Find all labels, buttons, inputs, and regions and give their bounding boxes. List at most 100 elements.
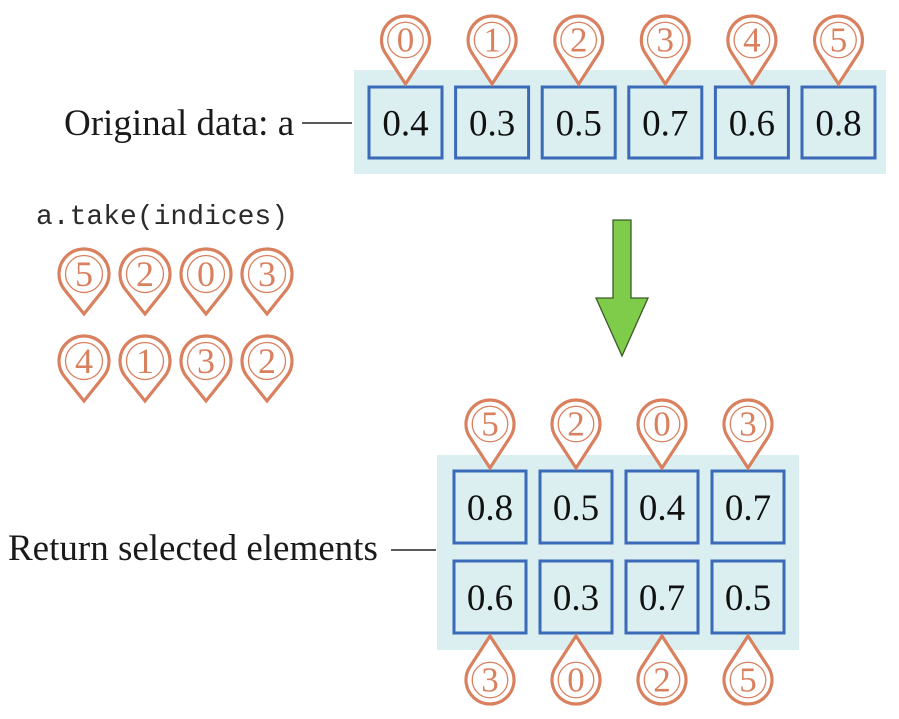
result-top-pin: 2 bbox=[550, 398, 602, 471]
pin-marker-icon bbox=[118, 334, 172, 404]
pin-index-label: 2 bbox=[653, 661, 671, 700]
cell-value: 0.7 bbox=[725, 488, 771, 529]
cell-value: 0.7 bbox=[642, 104, 688, 145]
original-index-pins: 0 1 2 3 4 5 bbox=[379, 14, 865, 87]
cell-value: 0.3 bbox=[553, 578, 599, 619]
cell-box bbox=[538, 559, 614, 635]
cell-value: 0.7 bbox=[639, 578, 685, 619]
pin-index-label: 2 bbox=[136, 254, 154, 294]
result-array-cell: 0.4 bbox=[624, 469, 700, 545]
pin-inner-ring bbox=[729, 405, 767, 443]
cell-value: 0.6 bbox=[729, 104, 775, 145]
result-bottom-pin: 5 bbox=[722, 633, 774, 706]
pin-marker-icon bbox=[726, 14, 778, 87]
pin-marker-icon bbox=[550, 398, 602, 471]
original-index-pin: 4 bbox=[726, 14, 778, 87]
pin-index-label: 0 bbox=[397, 21, 415, 60]
result-bottom-pin: 3 bbox=[464, 633, 516, 706]
original-index-pin: 1 bbox=[466, 14, 518, 87]
pin-index-label: 0 bbox=[567, 661, 585, 700]
pin-inner-ring bbox=[471, 661, 509, 699]
original-array-cell: 0.3 bbox=[454, 85, 531, 160]
cell-value: 0.4 bbox=[382, 104, 428, 145]
pin-inner-ring bbox=[643, 661, 681, 699]
down-arrow-icon bbox=[594, 219, 650, 358]
result-label: Return selected elements bbox=[8, 528, 378, 569]
pin-marker-icon bbox=[722, 398, 774, 471]
result-top-pin: 0 bbox=[636, 398, 688, 471]
pin-marker-icon bbox=[722, 633, 774, 706]
cell-box bbox=[627, 85, 704, 160]
cell-box bbox=[452, 469, 528, 545]
original-index-pin: 2 bbox=[553, 14, 605, 87]
indices-pin: 1 bbox=[118, 334, 172, 404]
original-index-pin: 3 bbox=[639, 14, 691, 87]
pin-marker-icon bbox=[179, 334, 233, 404]
cell-box bbox=[454, 85, 531, 160]
pin-inner-ring bbox=[643, 405, 681, 443]
pin-index-label: 3 bbox=[258, 254, 276, 294]
pin-marker-icon bbox=[464, 398, 516, 471]
pin-marker-icon bbox=[118, 247, 172, 317]
pin-index-label: 5 bbox=[830, 21, 848, 60]
pin-inner-ring bbox=[186, 341, 226, 381]
cell-value: 0.5 bbox=[553, 488, 599, 529]
pin-index-label: 2 bbox=[258, 341, 276, 381]
pin-marker-icon bbox=[379, 14, 432, 87]
pin-marker-icon bbox=[466, 14, 518, 87]
pin-marker-icon bbox=[57, 247, 111, 317]
pin-inner-ring bbox=[729, 661, 767, 699]
pin-inner-ring bbox=[471, 405, 509, 443]
pin-index-label: 5 bbox=[75, 254, 93, 294]
pin-marker-icon bbox=[464, 633, 516, 706]
pin-inner-ring bbox=[247, 254, 287, 294]
result-bottom-pin: 0 bbox=[550, 633, 602, 706]
pin-marker-icon bbox=[240, 247, 294, 317]
pin-marker-icon bbox=[636, 398, 688, 471]
cell-value: 0.4 bbox=[639, 488, 685, 529]
pin-index-label: 1 bbox=[136, 341, 154, 381]
pin-marker-icon bbox=[179, 247, 233, 317]
pin-inner-ring bbox=[733, 21, 771, 59]
pin-inner-ring bbox=[557, 661, 595, 699]
pin-index-label: 4 bbox=[75, 341, 93, 381]
indices-pin: 3 bbox=[240, 247, 294, 317]
pin-inner-ring bbox=[387, 21, 424, 59]
pin-marker-icon bbox=[553, 14, 605, 87]
cell-box bbox=[367, 85, 444, 160]
original-index-pin: 0 bbox=[379, 14, 432, 87]
cell-box bbox=[710, 559, 786, 635]
result-top-pin: 3 bbox=[722, 398, 774, 471]
pin-marker-icon bbox=[550, 633, 602, 706]
result-array-cell: 0.5 bbox=[710, 559, 786, 635]
cell-value: 0.5 bbox=[556, 104, 602, 145]
result-array-cell: 0.5 bbox=[538, 469, 614, 545]
indices-pin: 2 bbox=[118, 247, 172, 317]
pin-inner-ring bbox=[125, 254, 165, 294]
indices-pin: 3 bbox=[179, 334, 233, 404]
pin-index-label: 4 bbox=[743, 21, 761, 60]
pin-index-label: 2 bbox=[567, 405, 585, 444]
indices-pin: 5 bbox=[57, 247, 111, 317]
pin-marker-icon bbox=[639, 14, 691, 87]
pin-marker-icon bbox=[240, 334, 294, 404]
pin-index-label: 2 bbox=[570, 21, 588, 60]
pin-index-label: 3 bbox=[657, 21, 675, 60]
result-array-cell: 0.6 bbox=[452, 559, 528, 635]
pin-inner-ring bbox=[646, 21, 684, 59]
pin-inner-ring bbox=[186, 254, 226, 294]
result-array-cell: 0.7 bbox=[624, 559, 700, 635]
original-index-pin: 5 bbox=[812, 14, 865, 87]
result-bottom-pin: 2 bbox=[636, 633, 688, 706]
pin-index-label: 0 bbox=[653, 405, 671, 444]
cell-value: 0.5 bbox=[725, 578, 771, 619]
indices-pin: 4 bbox=[57, 334, 111, 404]
result-bottom-pins: 3 0 2 5 bbox=[464, 633, 774, 706]
cell-box bbox=[624, 469, 700, 545]
cell-box bbox=[710, 469, 786, 545]
pin-index-label: 0 bbox=[197, 254, 215, 294]
pin-inner-ring bbox=[557, 405, 595, 443]
